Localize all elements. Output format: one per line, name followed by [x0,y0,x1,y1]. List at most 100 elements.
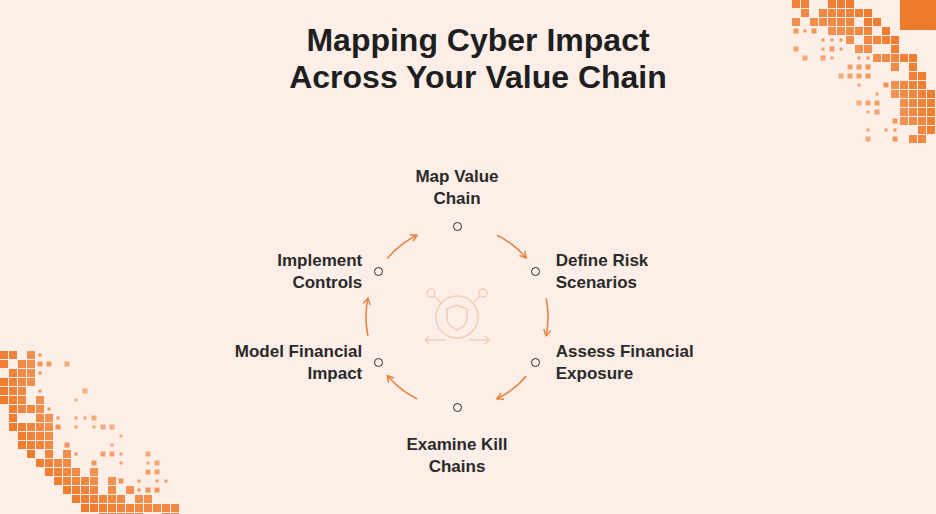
pixel [846,18,854,26]
pixel [857,74,862,79]
pixel [891,81,899,89]
pixel [117,513,125,514]
pixel [792,0,800,8]
pixel [171,513,179,514]
pixel [72,468,80,476]
pixel [828,18,836,26]
pixel [90,495,98,503]
pixel [893,137,898,142]
pixel [39,372,42,375]
pixel [99,504,107,512]
pixel [45,432,53,440]
pixel [75,453,78,456]
pixel [0,378,8,386]
pixel [857,65,862,70]
pixel [162,513,170,514]
pixel [866,74,871,79]
pixel [803,56,808,61]
pixel [135,513,143,514]
pixel [909,81,917,89]
pixel [63,450,71,458]
pixel [39,390,42,393]
pixel [891,63,899,71]
pixel [83,389,88,394]
pixel [93,426,96,429]
pixel [135,504,143,512]
pixel [846,27,854,35]
pixel [867,129,870,132]
pixel [909,72,917,80]
pixel [108,495,116,503]
pixel [837,9,845,17]
pixel [0,387,8,395]
pixel [36,441,44,449]
pixel [75,417,78,420]
pixel [101,425,106,430]
pixel [90,477,98,485]
pixel [864,9,872,17]
pixel [864,27,872,35]
pixel [855,45,863,53]
pixel [81,495,89,503]
pixel [918,72,926,80]
pixel [72,477,80,485]
pixel [126,504,134,512]
step-node: Examine Kill Chains [397,403,517,478]
step-label: Define Risk Scenarios [556,250,671,294]
pixel [900,81,908,89]
pixel [81,477,89,485]
pixel [18,360,26,368]
pixel [36,432,44,440]
pixel [900,90,908,98]
pixel [155,461,160,466]
pixel [927,117,935,125]
pixel [9,396,17,404]
pixel [146,452,151,457]
pixel [858,84,861,87]
pixel [875,101,880,106]
pixel [27,351,35,359]
step-node: Assess Financial Exposure [531,341,701,385]
pixel [90,468,98,476]
pixel [837,0,845,8]
pixel [45,459,53,467]
pixel [891,36,899,44]
pixel [27,423,35,431]
pixel [893,119,898,124]
pixel [873,36,881,44]
pixel [837,18,845,26]
pixel [75,399,78,402]
pixel [120,462,123,465]
pixel [18,405,26,413]
pixel [866,65,871,70]
step-node: Define Risk Scenarios [531,250,671,294]
pixel [117,504,125,512]
pixel [45,468,53,476]
pixel [866,137,871,142]
pixel [45,441,53,449]
pixel [48,408,51,411]
pixel [27,441,35,449]
pixel [99,513,107,514]
pixel [27,360,35,368]
pixel [918,81,926,89]
pixel [927,90,935,98]
pixel [18,369,26,377]
pixel [110,425,115,430]
pixel [900,108,908,116]
pixel [153,504,161,512]
pixel [918,108,926,116]
pixel [9,378,17,386]
pixel [822,48,825,51]
pixel [90,504,98,512]
pixel [63,486,71,494]
pixel [831,57,834,60]
pixel [111,444,114,447]
pixel [156,480,159,483]
cycle-arrow [387,235,417,258]
pixel [165,480,168,483]
pixel [126,486,134,494]
step-node: Map Value Chain [402,166,512,231]
pixel [918,126,926,134]
